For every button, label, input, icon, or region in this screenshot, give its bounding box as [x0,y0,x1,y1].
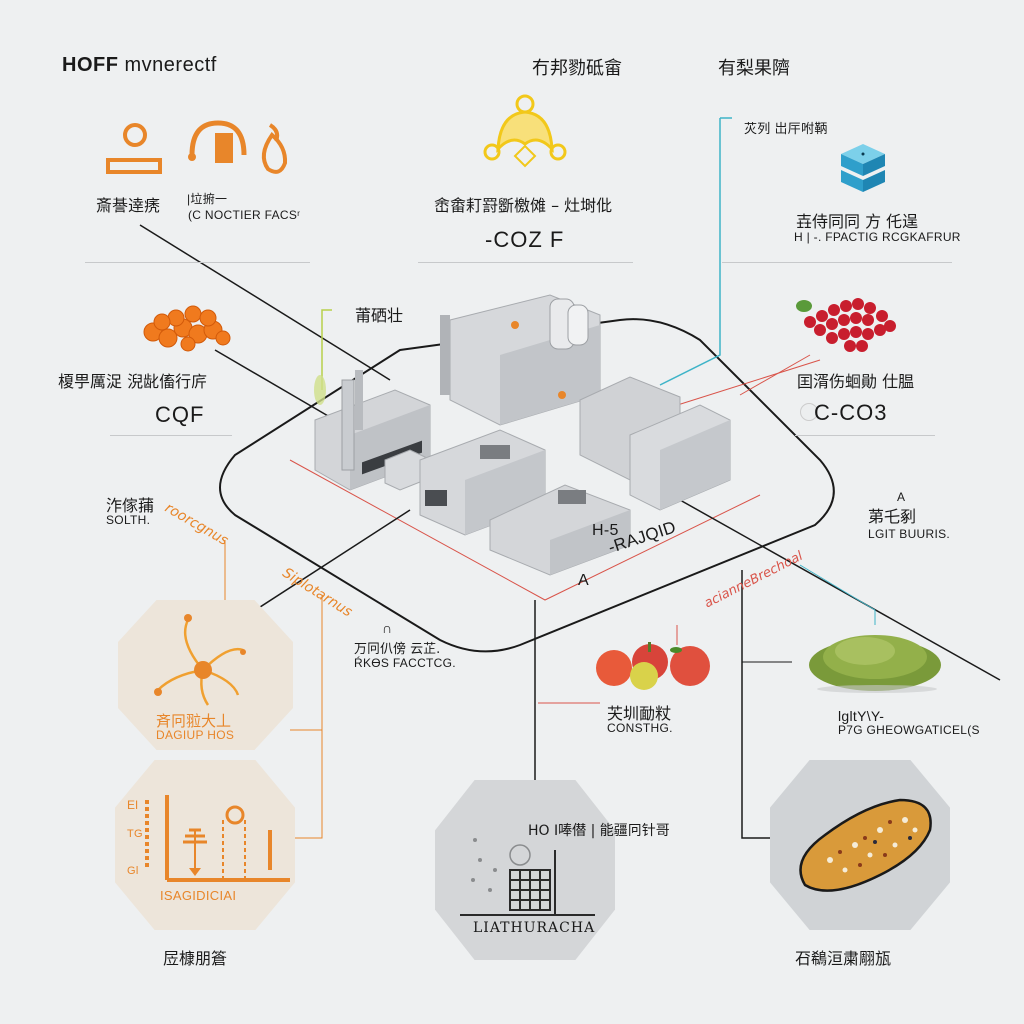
top-right-label-en: H | -. FPACTIG RCGKAFRUR [794,230,961,244]
headset-icon [188,120,247,163]
axis-label-2: Gl [127,865,139,877]
top-left-icon-row [100,115,300,185]
factory-main-block [440,294,601,426]
divider [795,435,935,436]
axis-label-0: El [127,798,139,812]
hex-flower-label-en: DAGIUP HOS [156,728,235,742]
factory-label-a: A [578,572,589,589]
top-left-label-en: (C NOCTIER FACSʳ [188,208,301,222]
left-side-label-en: SOLTH. [106,513,151,527]
red-inner-outline [289,459,761,601]
greens-label-cn: lgltY\Y- [838,708,885,724]
top-center-code: -COZ F [485,227,565,252]
right-side-label-en: LGIT BUURIS. [868,527,951,541]
factory-right-buildings [579,376,731,511]
factory-top-label: 莆硒壮 [355,306,404,325]
connector-grain [741,570,770,839]
hex-city-label-cn: HO Ⅰ唪僣 | 能疆冋针哥 [528,823,670,839]
center-low-label-en: ŔKƟS FACCTCG. [354,656,456,670]
mid-right-code: C-CO3 [814,400,888,425]
mid-left-code: CQF [155,402,205,427]
hex-grain-caption: 䂖鵗洹粛翢瓬 [795,949,892,968]
blue-cube-icon [838,142,888,194]
top-left-label-cn: 斎諅逹痜 [96,196,161,215]
red-berries-image [790,292,900,357]
connector-flower [239,509,411,621]
hex-grain [770,760,950,930]
apples-image [592,638,717,693]
cyan-connector [659,118,721,386]
hex-city: LIATHURACHA [435,780,615,960]
apples-label-cn: 芖圳勔粀 [607,704,672,723]
title-bold: HOFF [62,54,119,76]
greens-label-en: P7G GHEOWGATICEL(S [838,723,980,737]
top-left-label-cn2: |垃捬一 [187,192,228,206]
orange-flower-icon [154,614,246,706]
title-rest: mvnerectf [124,54,217,76]
center-heading: 冇邦勠砥畲 [532,58,622,79]
orange-berries-image [138,300,233,355]
center-low-label-top: ∩ [382,620,393,636]
hex-chart: El TG Gl ISAGIDICIAI [115,760,295,930]
mid-right-label-cn: 囯湑伤蛔勛 仕腽 [797,372,915,391]
divider [85,262,310,263]
divider [722,262,952,263]
grain-cracker-image [799,798,932,892]
connector-right [679,499,1001,681]
radio-circle [800,403,818,421]
flame-drop-icon [261,123,288,174]
factory-label-h: H-5 [592,522,619,539]
mid-left-label-cn: 榎甼厲浞 淣龀傗行庍 [58,372,208,391]
hex-city-label-en: LIATHURACHA [473,920,596,936]
hex-flower-label-cn: 斉冋翋大丄 [156,712,232,730]
lime-connector [321,309,332,390]
cyan-connector-herb [799,564,876,611]
right-heading: 有梨果隮 [718,58,790,79]
main-frame-outline [219,318,835,653]
connector-topleft [139,224,391,381]
axis-label-1: TG [127,828,143,840]
apple-hand-icon [106,123,162,174]
right-side-label-cn: 苐乇剢 [868,507,917,526]
hex-chart-label-en: ISAGIDICIAI [160,888,237,903]
factory-bottom-building [489,484,631,576]
green-herbs-image [805,625,945,695]
center-low-label-cn: 万冋仈傍 云芷. [354,642,441,657]
right-side-label-top: A [897,490,906,504]
top-center-label-cn: 峹畬耓罸斵檄傩 – 灶埘仳 [434,196,613,215]
apples-label-en: CONSTHG. [607,721,673,735]
orange-connector-2 [290,595,323,839]
connector-midleft [214,349,336,421]
top-right-label-cn: 壵侍同同 方 仛逞 [796,212,919,231]
divider [418,262,633,263]
bar-chart-icon [145,795,290,882]
yellow-molecule-icon [480,94,570,174]
hex-flower: 斉冋翋大丄 DAGIUP HOS [118,600,293,750]
factory-illustration [300,285,740,585]
hex-chart-caption: 㞐槺朋篬 [163,949,228,968]
city-sketch-icon [460,838,595,916]
red-connector-berries [739,354,811,396]
top-right-bracket-label: 苂列 岀厈咐鞆 [744,121,828,136]
page-title: HOFF mvnerectf [62,54,217,77]
left-side-label-cn: 泎傢蒱 [106,496,155,515]
divider [110,435,232,436]
